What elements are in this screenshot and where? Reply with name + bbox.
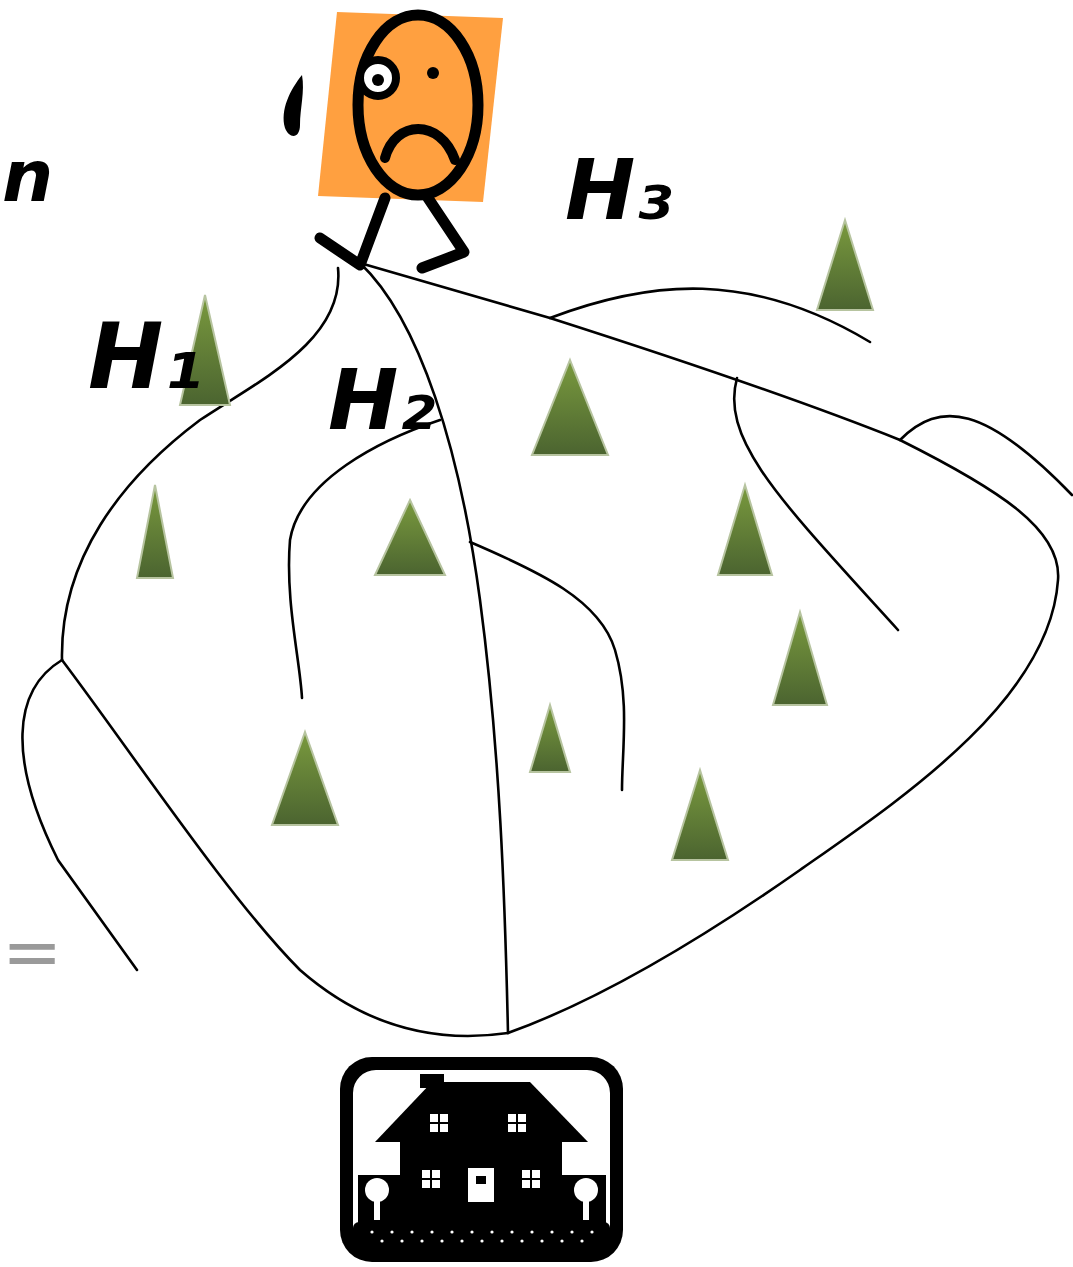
window [522, 1170, 540, 1188]
dot [510, 1230, 513, 1233]
ground-dots [370, 1230, 593, 1242]
bush-stem [374, 1198, 380, 1220]
dot [560, 1239, 563, 1242]
tree [137, 485, 173, 578]
trail [62, 268, 338, 660]
house-body [400, 1140, 562, 1224]
dot [440, 1239, 443, 1242]
dot [570, 1230, 573, 1233]
tree [718, 485, 772, 575]
pane-line [422, 1178, 440, 1180]
tree [375, 500, 445, 575]
tree [532, 360, 608, 455]
dot [380, 1239, 383, 1242]
dot [580, 1239, 583, 1242]
side-wall [358, 1175, 402, 1223]
tree [530, 705, 570, 772]
dot [370, 1230, 373, 1233]
worried-hiker [284, 12, 503, 268]
windows [422, 1114, 540, 1202]
window-panes [422, 1114, 540, 1188]
path-label: H₂ [328, 358, 435, 442]
hiker-eye [427, 67, 439, 79]
door-knob [476, 1176, 486, 1184]
tree [817, 220, 873, 310]
dot [460, 1239, 463, 1242]
hiker-leg [320, 198, 385, 265]
dot [550, 1230, 553, 1233]
bush-stem [583, 1198, 589, 1220]
dot [540, 1239, 543, 1242]
chimney [420, 1074, 444, 1088]
dot [430, 1230, 433, 1233]
hiker-background [318, 12, 503, 202]
trail [62, 660, 508, 1036]
side-wall [560, 1175, 606, 1223]
window [430, 1114, 448, 1132]
dot [410, 1230, 413, 1233]
path-label: = [2, 915, 62, 987]
hiker-eye [360, 60, 396, 96]
trees [137, 220, 873, 860]
path-label: H₃ [565, 148, 672, 232]
dot [490, 1230, 493, 1233]
icon-frame [340, 1057, 623, 1262]
dot [590, 1230, 593, 1233]
pane-line [430, 1122, 448, 1124]
trail [734, 378, 898, 630]
path-label: H₁ [88, 312, 203, 402]
dot [390, 1230, 393, 1233]
dot [400, 1239, 403, 1242]
trail [360, 263, 1058, 1033]
trail [900, 416, 1072, 495]
door [468, 1168, 494, 1202]
tree [272, 732, 338, 825]
icon-inner [352, 1069, 611, 1250]
dot [520, 1239, 523, 1242]
pane-line [508, 1122, 526, 1124]
pane-line [522, 1178, 540, 1180]
dot [500, 1239, 503, 1242]
trail [470, 542, 624, 790]
hiker-head [358, 15, 478, 195]
window [422, 1170, 440, 1188]
window [508, 1114, 526, 1132]
hiker-mouth [385, 129, 455, 160]
house-roof [375, 1082, 588, 1142]
hiker-leg [422, 198, 464, 268]
trails [22, 263, 1072, 1036]
house-icon [340, 1057, 623, 1262]
path-label: n [2, 140, 53, 212]
dot [420, 1239, 423, 1242]
hiker-pupil [372, 74, 384, 86]
ground [353, 1222, 610, 1249]
tree [773, 612, 827, 705]
tree [672, 770, 728, 860]
dot [470, 1230, 473, 1233]
dot [480, 1239, 483, 1242]
dot [530, 1230, 533, 1233]
dot [450, 1230, 453, 1233]
sweat-drop [284, 75, 303, 136]
